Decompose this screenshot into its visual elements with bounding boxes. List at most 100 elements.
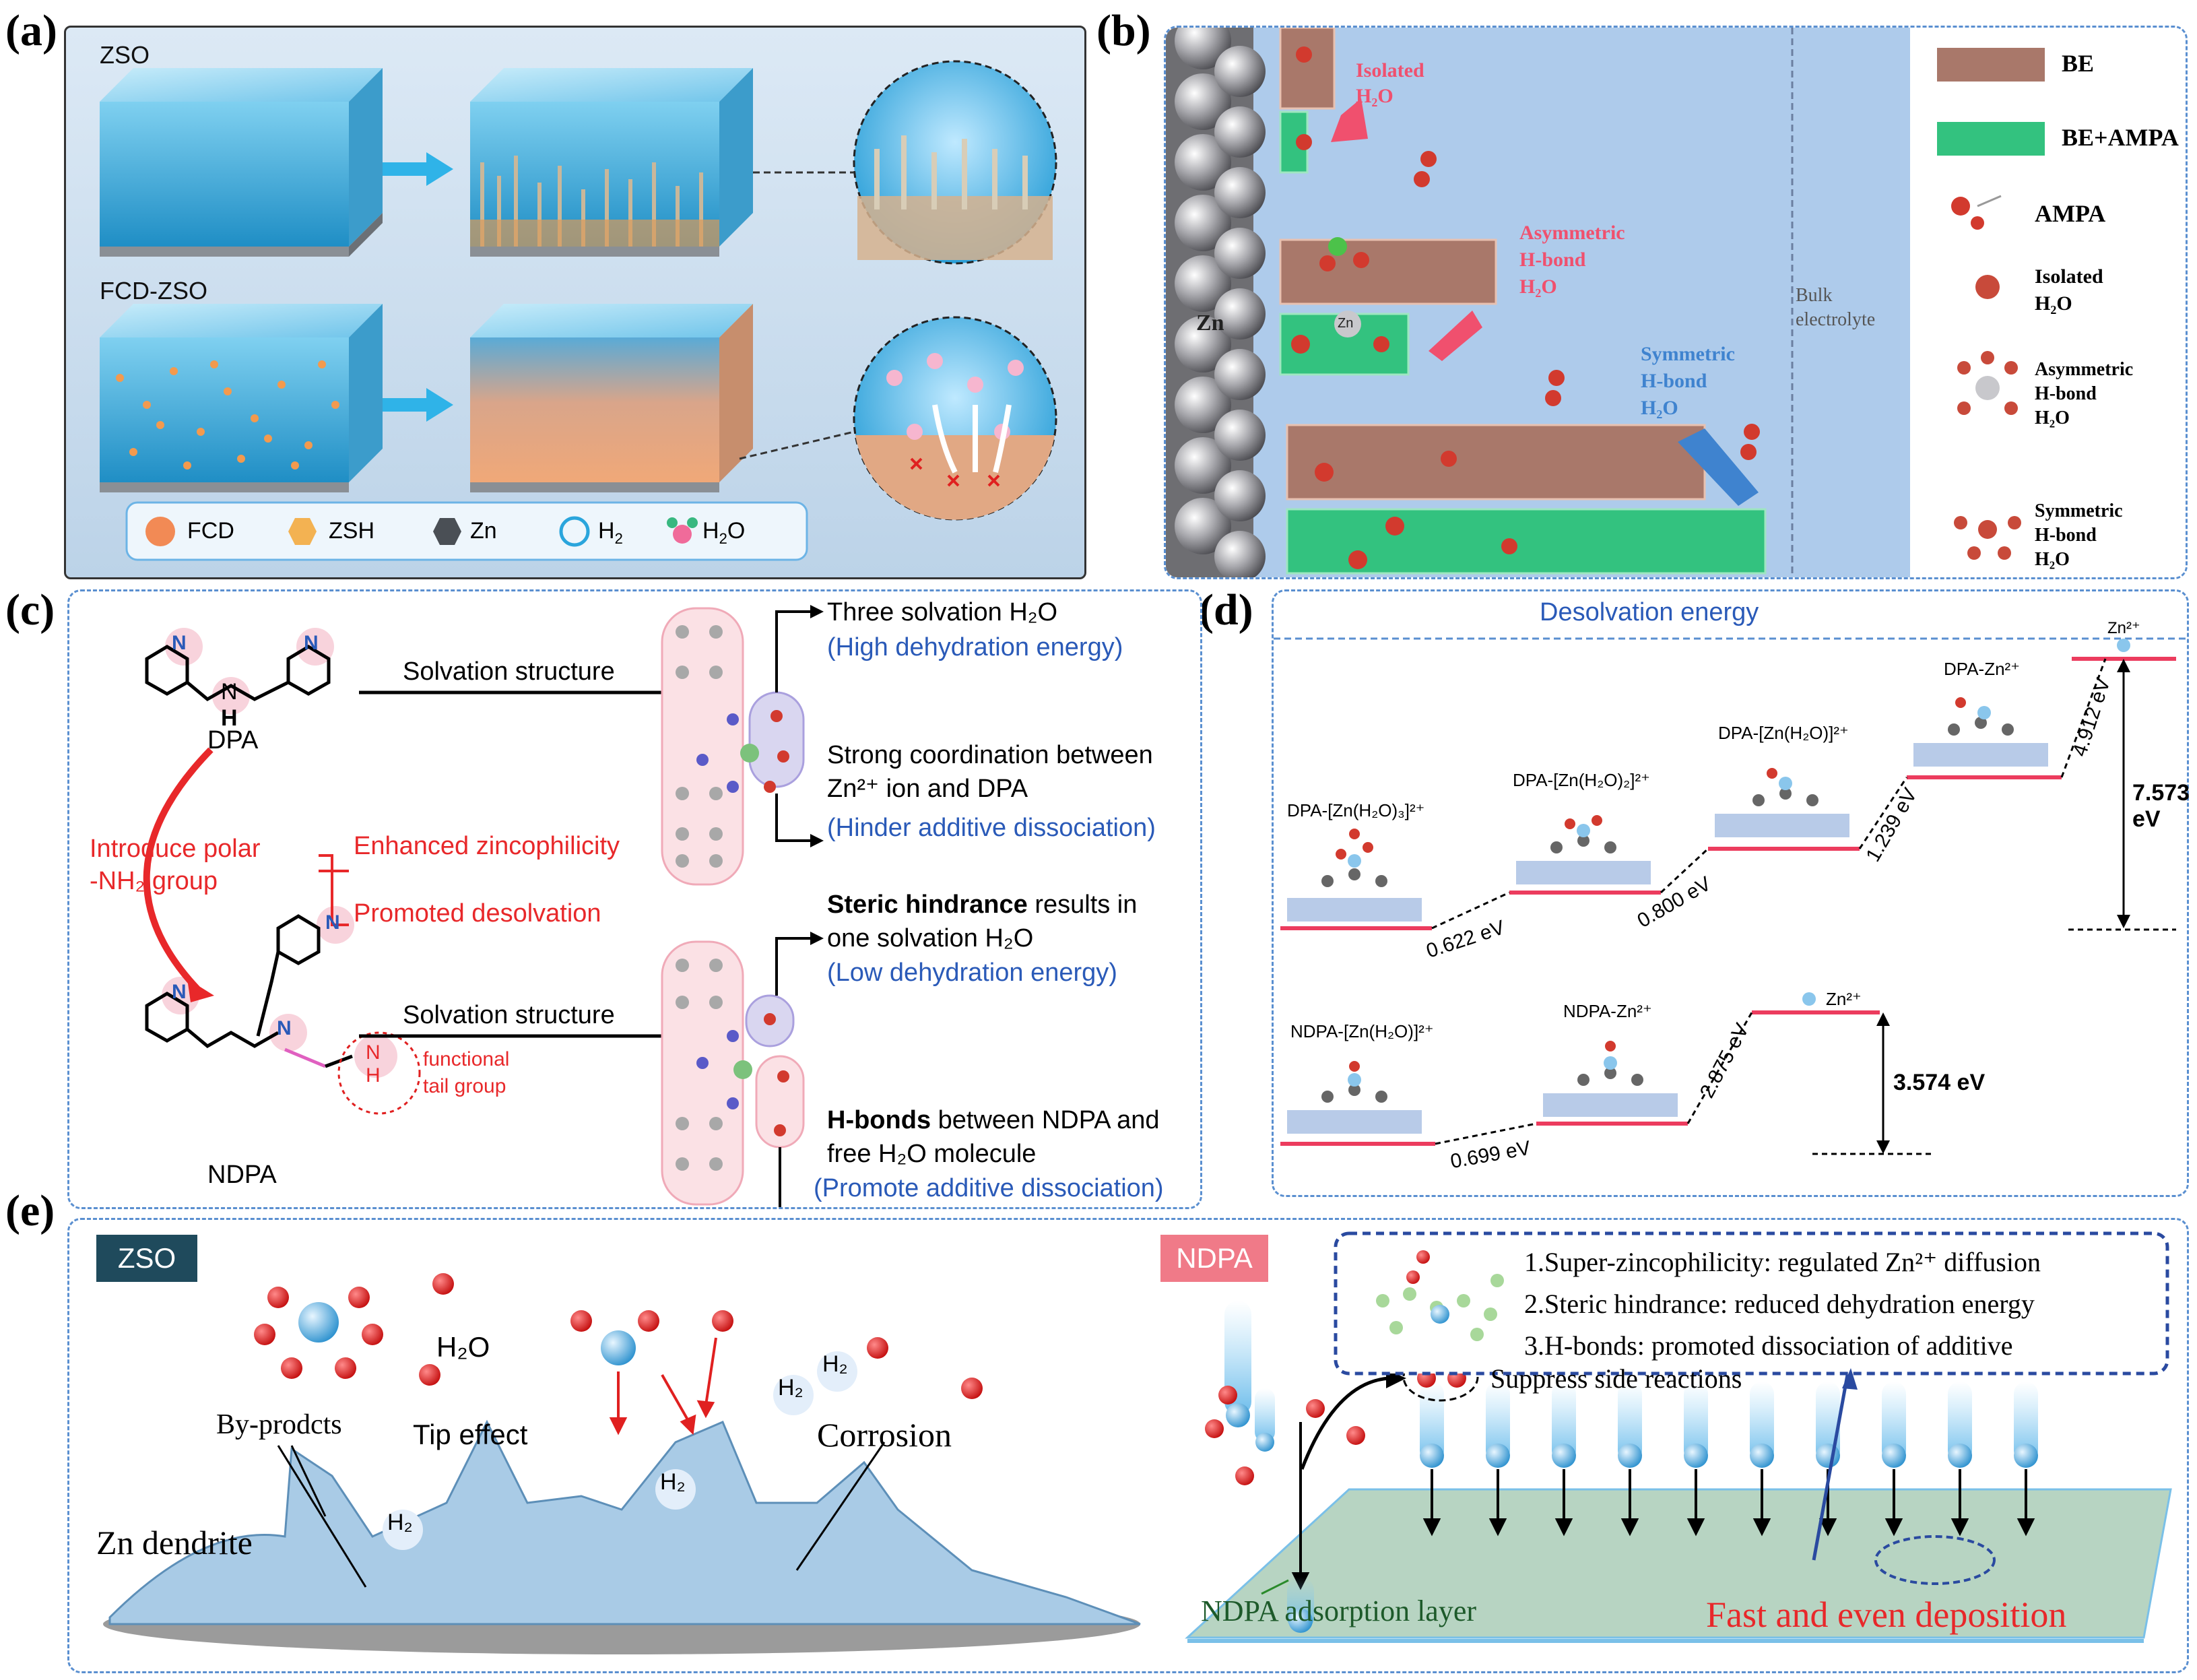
legend-asymmetric-icon: [1957, 351, 2018, 415]
panel-a-art: [100, 60, 1057, 561]
dpa-state-4: DPA-Zn²⁺: [1944, 659, 2020, 679]
dpa-complex: [661, 607, 805, 886]
label-h2-3: H₂: [660, 1469, 686, 1495]
panel-d: Desolvation energy DPA-[Zn(H₂O)₃]²⁺ DPA-…: [1272, 589, 2190, 1197]
zn-ions-array: [1224, 1301, 1275, 1452]
zn-atom: [1334, 311, 1361, 337]
label-corrosion: Corrosion: [817, 1416, 952, 1454]
h2-icon: [559, 516, 590, 547]
label-zn-atom: Zn: [1338, 316, 1354, 331]
atom-n-2: N: [304, 632, 319, 654]
deflect-arrow: [1300, 1376, 1390, 1470]
ndpa-state-1: NDPA-[Zn(H₂O)]²⁺: [1290, 1021, 1434, 1041]
legend-zsh: ZSH: [329, 518, 374, 544]
zoom-circle-1: [853, 60, 1057, 265]
panel-label-a: (a): [5, 6, 57, 55]
legend-zn: Zn: [470, 518, 497, 544]
panel-e-art: [103, 1231, 2172, 1654]
badge-zso: ZSO: [96, 1235, 197, 1282]
bar-be-symmetric: [1286, 424, 1706, 500]
text-high-dehydration: (High dehydration energy): [827, 633, 1123, 661]
legend-be-ampa: BE+AMPA: [2062, 124, 2179, 151]
dpa-total: 7.573 eV: [2132, 780, 2190, 832]
arrow-1: [383, 152, 453, 186]
h2o-icon: [667, 517, 698, 544]
bar-be-isolated: [1279, 28, 1336, 110]
feature-box: [1334, 1231, 2169, 1376]
dpa-state-2: DPA-[Zn(H₂O)₂]²⁺: [1513, 770, 1650, 790]
legend-h2: H2: [598, 518, 623, 547]
fcd-zso-cube-1: [100, 304, 383, 492]
text-hinder-dissociation: (Hinder additive dissociation): [827, 814, 1156, 842]
bar-be-asymmetric: [1279, 238, 1497, 305]
atom-n-4: N: [277, 1017, 292, 1039]
arrow-isolated: [1331, 98, 1368, 142]
legend-fcd: FCD: [187, 518, 234, 544]
feature-2: 2.Steric hindrance: reduced dehydration …: [1524, 1289, 2035, 1319]
fcd-icon: [145, 517, 175, 546]
atom-n-1: N: [172, 632, 187, 654]
legend-be-ampa-swatch: [1937, 122, 2045, 156]
legend-isolated-icon: [1975, 275, 2000, 299]
legend-ampa: AMPA: [2035, 200, 2106, 227]
panel-label-d: (d): [1199, 585, 1253, 635]
legend-ampa-icon: [1951, 195, 2002, 230]
label-h2o: H₂O: [436, 1331, 490, 1363]
zoom-circle-2: [853, 316, 1057, 521]
zso-cube-2: [470, 68, 753, 257]
panel-label-c: (c): [5, 585, 55, 635]
dpa-state-3: DPA-[Zn(H₂O)]²⁺: [1718, 723, 1849, 743]
badge-ndpa: NDPA: [1160, 1235, 1268, 1282]
ndpa-total-arrow: [1876, 1012, 1890, 1154]
atom-n-5: N: [325, 911, 340, 934]
introduce-arrow: [143, 747, 214, 992]
label-ndpa: NDPA: [207, 1161, 277, 1189]
label-solvation-bottom: Solvation structure: [403, 1001, 615, 1029]
inset-zn-ball: [1431, 1305, 1449, 1324]
ndpa-complex: [661, 940, 805, 1206]
legend-be: BE: [2062, 50, 2095, 77]
label-zn-electrode: Zn: [1196, 311, 1224, 335]
dpa-molecule: [145, 628, 334, 715]
zn-green-atom: [1328, 237, 1347, 256]
panel-label-e: (e): [5, 1186, 55, 1235]
panel-a: ZSO FCD-ZSO FCD ZSH Zn H2 H2O: [64, 26, 1086, 579]
label-adsorption-layer: NDPA adsorption layer: [1201, 1594, 1477, 1627]
label-promoted-desolvation: Promoted desolvation: [354, 899, 601, 928]
text-promote-dissociation: (Promote additive dissociation): [814, 1174, 1164, 1202]
row-label-fcd-zso: FCD-ZSO: [100, 277, 207, 304]
row-label-zso: ZSO: [100, 41, 150, 69]
ndpa-state-3: Zn²⁺: [1826, 989, 1862, 1009]
panel-c-art: [143, 605, 824, 1223]
pointer-arrow: [1812, 1374, 1849, 1561]
deposition-circle: [1874, 1535, 1996, 1585]
label-tip-effect: Tip effect: [413, 1419, 528, 1450]
arrow-asymmetric: [1429, 311, 1482, 361]
arrow-symmetric: [1678, 428, 1759, 506]
label-suppress: Suppress side reactions: [1490, 1363, 1742, 1394]
chart-title: Desolvation energy: [1540, 598, 1759, 626]
label-dpa: DPA: [207, 726, 259, 754]
label-h2-1: H₂: [778, 1375, 804, 1400]
zn-icon: [433, 518, 461, 545]
zn-electrode: [1166, 28, 1266, 577]
panel-d-art: [1274, 637, 2187, 1155]
solvated-zn-cluster: [254, 1287, 383, 1379]
text-three-solvation: Three solvation H₂O: [827, 598, 1058, 626]
ndpa-total: 3.574 eV: [1893, 1070, 1986, 1095]
zsh-icon: [288, 518, 317, 545]
ndpa-structures: [1287, 992, 1816, 1134]
dpa-structures: [1287, 639, 2130, 922]
label-h2-4: H₂: [387, 1510, 413, 1535]
label-fast-deposition: Fast and even deposition: [1706, 1594, 2067, 1635]
